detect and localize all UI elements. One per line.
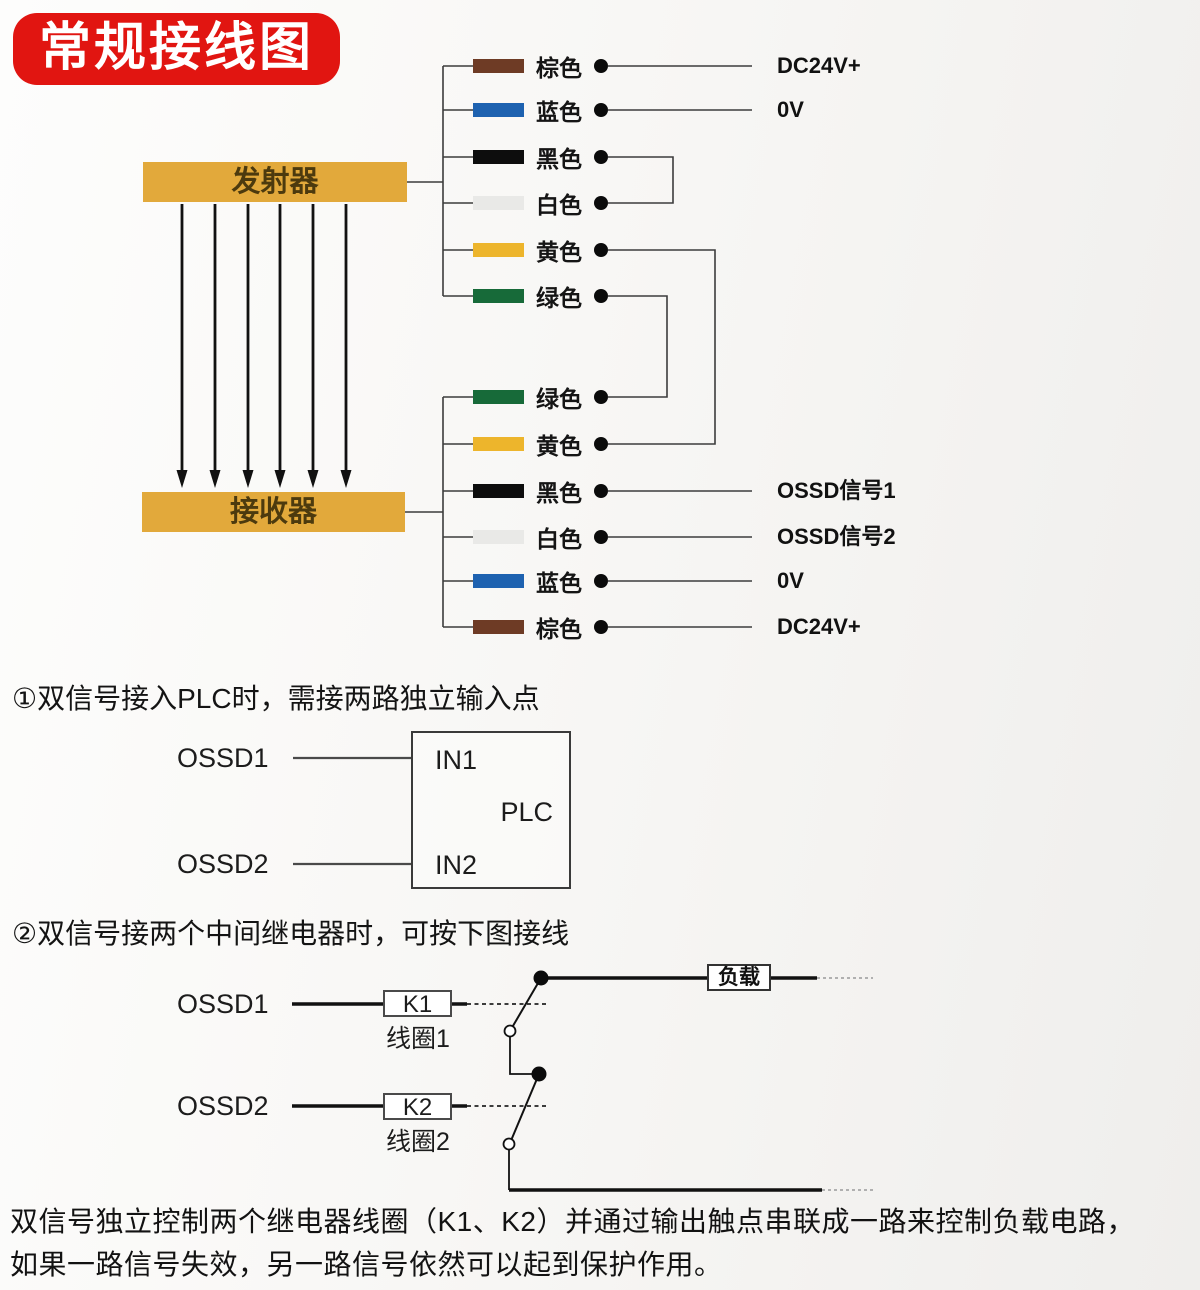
net-label-0v-rx: 0V bbox=[777, 568, 804, 593]
wire-color-label: 白色 bbox=[536, 526, 582, 552]
wire-color-label: 白色 bbox=[536, 192, 582, 218]
net-label-dc24v-rx: DC24V+ bbox=[777, 614, 861, 639]
brown-wire-swatch bbox=[473, 59, 524, 73]
wire-color-label: 棕色 bbox=[536, 55, 582, 81]
wire-color-label: 黑色 bbox=[536, 146, 582, 172]
wire-color-label: 黑色 bbox=[536, 480, 582, 506]
beam-arrows bbox=[176, 204, 352, 488]
page-title: 常规接线图 bbox=[13, 13, 340, 85]
relay-circuit-lines bbox=[292, 970, 873, 1192]
ossd1-label: OSSD1 bbox=[177, 743, 269, 773]
wire-row: 棕色 bbox=[473, 53, 582, 81]
contact-k2-blade bbox=[509, 1073, 540, 1144]
coil1-label: 线圈1 bbox=[386, 1025, 450, 1053]
net-label-ossd2: OSSD信号2 bbox=[777, 524, 896, 549]
green-wire-swatch bbox=[473, 289, 524, 303]
ossd-thick-lines bbox=[292, 1002, 467, 1108]
yellow-wire-swatch bbox=[473, 243, 524, 257]
wire-row: 白色 bbox=[473, 190, 582, 218]
plc-in1-label: IN1 bbox=[435, 745, 478, 775]
section1-heading: ①双信号接入PLC时，需接两路独立输入点 bbox=[12, 683, 540, 714]
net-label-dc24v-tx: DC24V+ bbox=[777, 53, 861, 78]
continuation-dashes bbox=[817, 977, 873, 1191]
coil-dashed-links bbox=[467, 1003, 546, 1107]
contact-k1-to-k2 bbox=[509, 1037, 538, 1075]
ossd2-relay-label: OSSD2 bbox=[177, 1091, 269, 1121]
rx-trunk-lines bbox=[405, 396, 473, 628]
plc-label: PLC bbox=[500, 797, 553, 827]
ossd2-label: OSSD2 bbox=[177, 849, 269, 879]
wire-row: 棕色 bbox=[473, 614, 582, 642]
wire-color-label: 绿色 bbox=[536, 386, 582, 412]
net-lead-lines bbox=[608, 65, 752, 628]
wire-row: 黄色 bbox=[473, 237, 582, 265]
black-wire-swatch bbox=[473, 150, 524, 164]
plc-input-lines bbox=[293, 756, 411, 866]
plc-in2-label: IN2 bbox=[435, 850, 478, 880]
contact-dot-mid bbox=[531, 1066, 547, 1082]
transmitter-box: 发射器 bbox=[143, 162, 407, 202]
footer-note-line1: 双信号独立控制两个继电器线圈（K1、K2）并通过输出触点串联成一路来控制负载电路… bbox=[10, 1206, 1136, 1237]
wire-color-label: 棕色 bbox=[536, 616, 582, 642]
wire-color-label: 黄色 bbox=[536, 239, 582, 265]
white-wire-swatch bbox=[473, 196, 524, 210]
wire-color-label: 蓝色 bbox=[536, 99, 582, 125]
tx-trunk-lines bbox=[407, 65, 473, 297]
terminal-dots bbox=[594, 59, 608, 634]
wire-color-label: 绿色 bbox=[536, 285, 582, 311]
blue-wire-swatch bbox=[473, 574, 524, 588]
net-label-ossd1: OSSD信号1 bbox=[777, 478, 896, 503]
black-wire-swatch bbox=[473, 484, 524, 498]
wire-row: 蓝色 bbox=[473, 568, 582, 596]
wire-row: 绿色 bbox=[473, 283, 582, 311]
wire-row: 黑色 bbox=[473, 144, 582, 172]
section2-heading: ②双信号接两个中间继电器时，可按下图接线 bbox=[12, 918, 570, 949]
receiver-box: 接收器 bbox=[142, 492, 405, 532]
yellow-yellow-jumper bbox=[608, 249, 716, 445]
wire-color-label: 蓝色 bbox=[536, 570, 582, 596]
wire-row: 黑色 bbox=[473, 478, 582, 506]
plc-box: IN1 PLC IN2 bbox=[411, 731, 571, 889]
white-wire-swatch bbox=[473, 530, 524, 544]
wire-row: 黄色 bbox=[473, 431, 582, 459]
ossd1-relay-label: OSSD1 bbox=[177, 989, 269, 1019]
contact-k1-blade bbox=[509, 977, 542, 1032]
contact-pivot-k2 bbox=[502, 1137, 516, 1151]
contact-pivot-k1 bbox=[503, 1024, 517, 1038]
wire-row: 白色 bbox=[473, 524, 582, 552]
wire-row: 绿色 bbox=[473, 384, 582, 412]
net-label-0v-tx: 0V bbox=[777, 97, 804, 122]
wire-row: 蓝色 bbox=[473, 97, 582, 125]
footer-note-line2: 如果一路信号失效，另一路信号依然可以起到保护作用。 bbox=[10, 1249, 723, 1280]
load-box: 负载 bbox=[707, 964, 771, 991]
brown-wire-swatch bbox=[473, 620, 524, 634]
black-white-jumper bbox=[608, 156, 674, 204]
green-green-jumper bbox=[608, 295, 668, 398]
contact-dot-top bbox=[533, 970, 549, 986]
green-wire-swatch bbox=[473, 390, 524, 404]
coil2-label: 线圈2 bbox=[386, 1128, 450, 1156]
relay-k2-box: K2 bbox=[383, 1093, 452, 1121]
blue-wire-swatch bbox=[473, 103, 524, 117]
relay-k1-box: K1 bbox=[383, 990, 452, 1018]
wire-color-label: 黄色 bbox=[536, 433, 582, 459]
yellow-wire-swatch bbox=[473, 437, 524, 451]
